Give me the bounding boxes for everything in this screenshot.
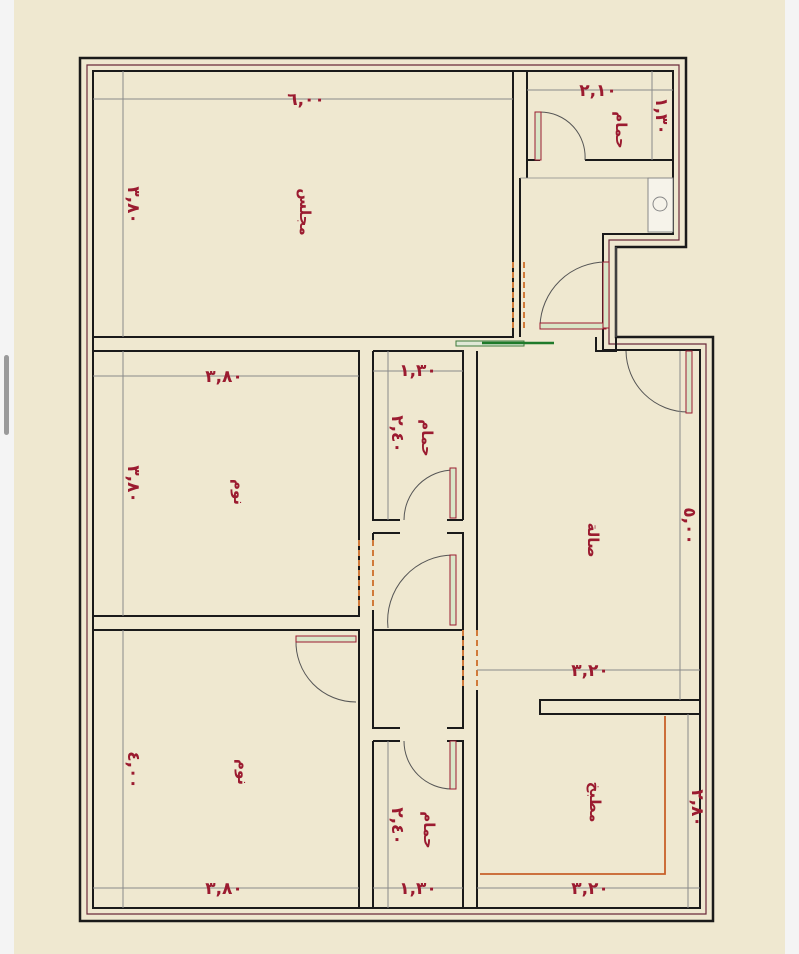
wall-majlis xyxy=(92,70,514,338)
scrollbar[interactable] xyxy=(4,355,9,435)
door-majlis-leaf xyxy=(539,322,607,330)
door-corridor-leaf xyxy=(449,554,457,626)
label-bedroom-2: نوم xyxy=(234,759,252,785)
dim-text-kitchen-width: ٣,٢٠ xyxy=(571,879,609,899)
kitchen-counter xyxy=(480,716,666,875)
door-bed2-swing xyxy=(295,639,357,703)
sink-fixture xyxy=(647,177,674,233)
dim-text-kitchen-depth: ٢,٨٠ xyxy=(687,789,707,827)
dim-text-bath-bottom-depth: ٢,٤٠ xyxy=(387,807,407,845)
label-hall: صالة xyxy=(584,523,602,558)
door-bath-mid-swing xyxy=(403,469,455,521)
right-margin xyxy=(783,0,799,954)
dim-text-hall-width: ٣,٢٠ xyxy=(571,661,609,681)
label-bath-mid: حمام xyxy=(418,419,436,457)
wall-bedroom-1 xyxy=(92,350,360,617)
door-majlis-swing xyxy=(539,261,607,327)
dim-text-bath-mid-depth: ٢,٤٠ xyxy=(387,415,407,453)
door-corridor-swing xyxy=(387,554,455,629)
dim-text-bath-top-depth: ١,٣٠ xyxy=(651,97,671,135)
door-bath-bottom-swing xyxy=(403,740,453,790)
door-bath-mid-leaf xyxy=(449,467,457,519)
door-bath-top-leaf xyxy=(534,111,542,161)
door-bath-top-swing xyxy=(539,111,586,161)
wall-corridor-mid xyxy=(372,532,464,631)
left-margin xyxy=(0,0,16,954)
dim-text-bed2-depth: ٤,٠٠ xyxy=(123,751,143,789)
dim-text-bath-top-width: ٢,١٠ xyxy=(579,81,617,101)
wall-bath-mid xyxy=(372,350,464,521)
openings xyxy=(358,262,525,690)
door-majlis-leaf-v xyxy=(602,261,610,329)
door-bed2-leaf xyxy=(295,635,357,643)
outer-wall-inner-line xyxy=(86,64,707,915)
label-kitchen: مطبخ xyxy=(586,782,604,823)
sink-drain xyxy=(652,196,668,212)
dim-text-bed2-width: ٣,٨٠ xyxy=(205,879,243,899)
wall-bedroom-2 xyxy=(92,629,360,909)
dimension-lines xyxy=(93,71,700,908)
wall-bath-bottom xyxy=(372,712,464,908)
wall-entry xyxy=(595,337,617,352)
door-bath-bottom-leaf xyxy=(449,740,457,790)
room-labels: مجلس حمام نوم حمام صالة نوم حمام مطبخ xyxy=(230,111,630,849)
dim-text-bed1-depth: ٣,٨٠ xyxy=(123,465,143,503)
dim-text-majlis-depth: ٣,٨٠ xyxy=(123,186,143,224)
door-entrance-swing xyxy=(625,350,689,413)
label-bath-top: حمام xyxy=(612,111,630,149)
dim-text-hall-depth: ٥,٠٠ xyxy=(679,507,699,545)
dim-text-bed1-width: ٣,٨٠ xyxy=(205,367,243,387)
label-bedroom-1: نوم xyxy=(230,479,248,505)
label-bath-bottom: حمام xyxy=(420,811,438,849)
dim-text-majlis-width: ٦,٠٠ xyxy=(287,90,325,110)
label-majlis: مجلس xyxy=(296,188,314,235)
dimension-texts: ٦,٠٠ ٣,٨٠ ٢,١٠ ١,٣٠ ٣,٨٠ ٣,٨٠ ١,٣٠ ٢,٤٠ … xyxy=(123,81,707,899)
door-entrance-leaf xyxy=(685,350,693,414)
dim-text-bath-mid-width: ١,٣٠ xyxy=(399,361,437,381)
doors xyxy=(295,111,693,790)
wall-kitchen-partition xyxy=(539,699,701,715)
dim-text-bath-bottom-width: ١,٣٠ xyxy=(399,879,437,899)
